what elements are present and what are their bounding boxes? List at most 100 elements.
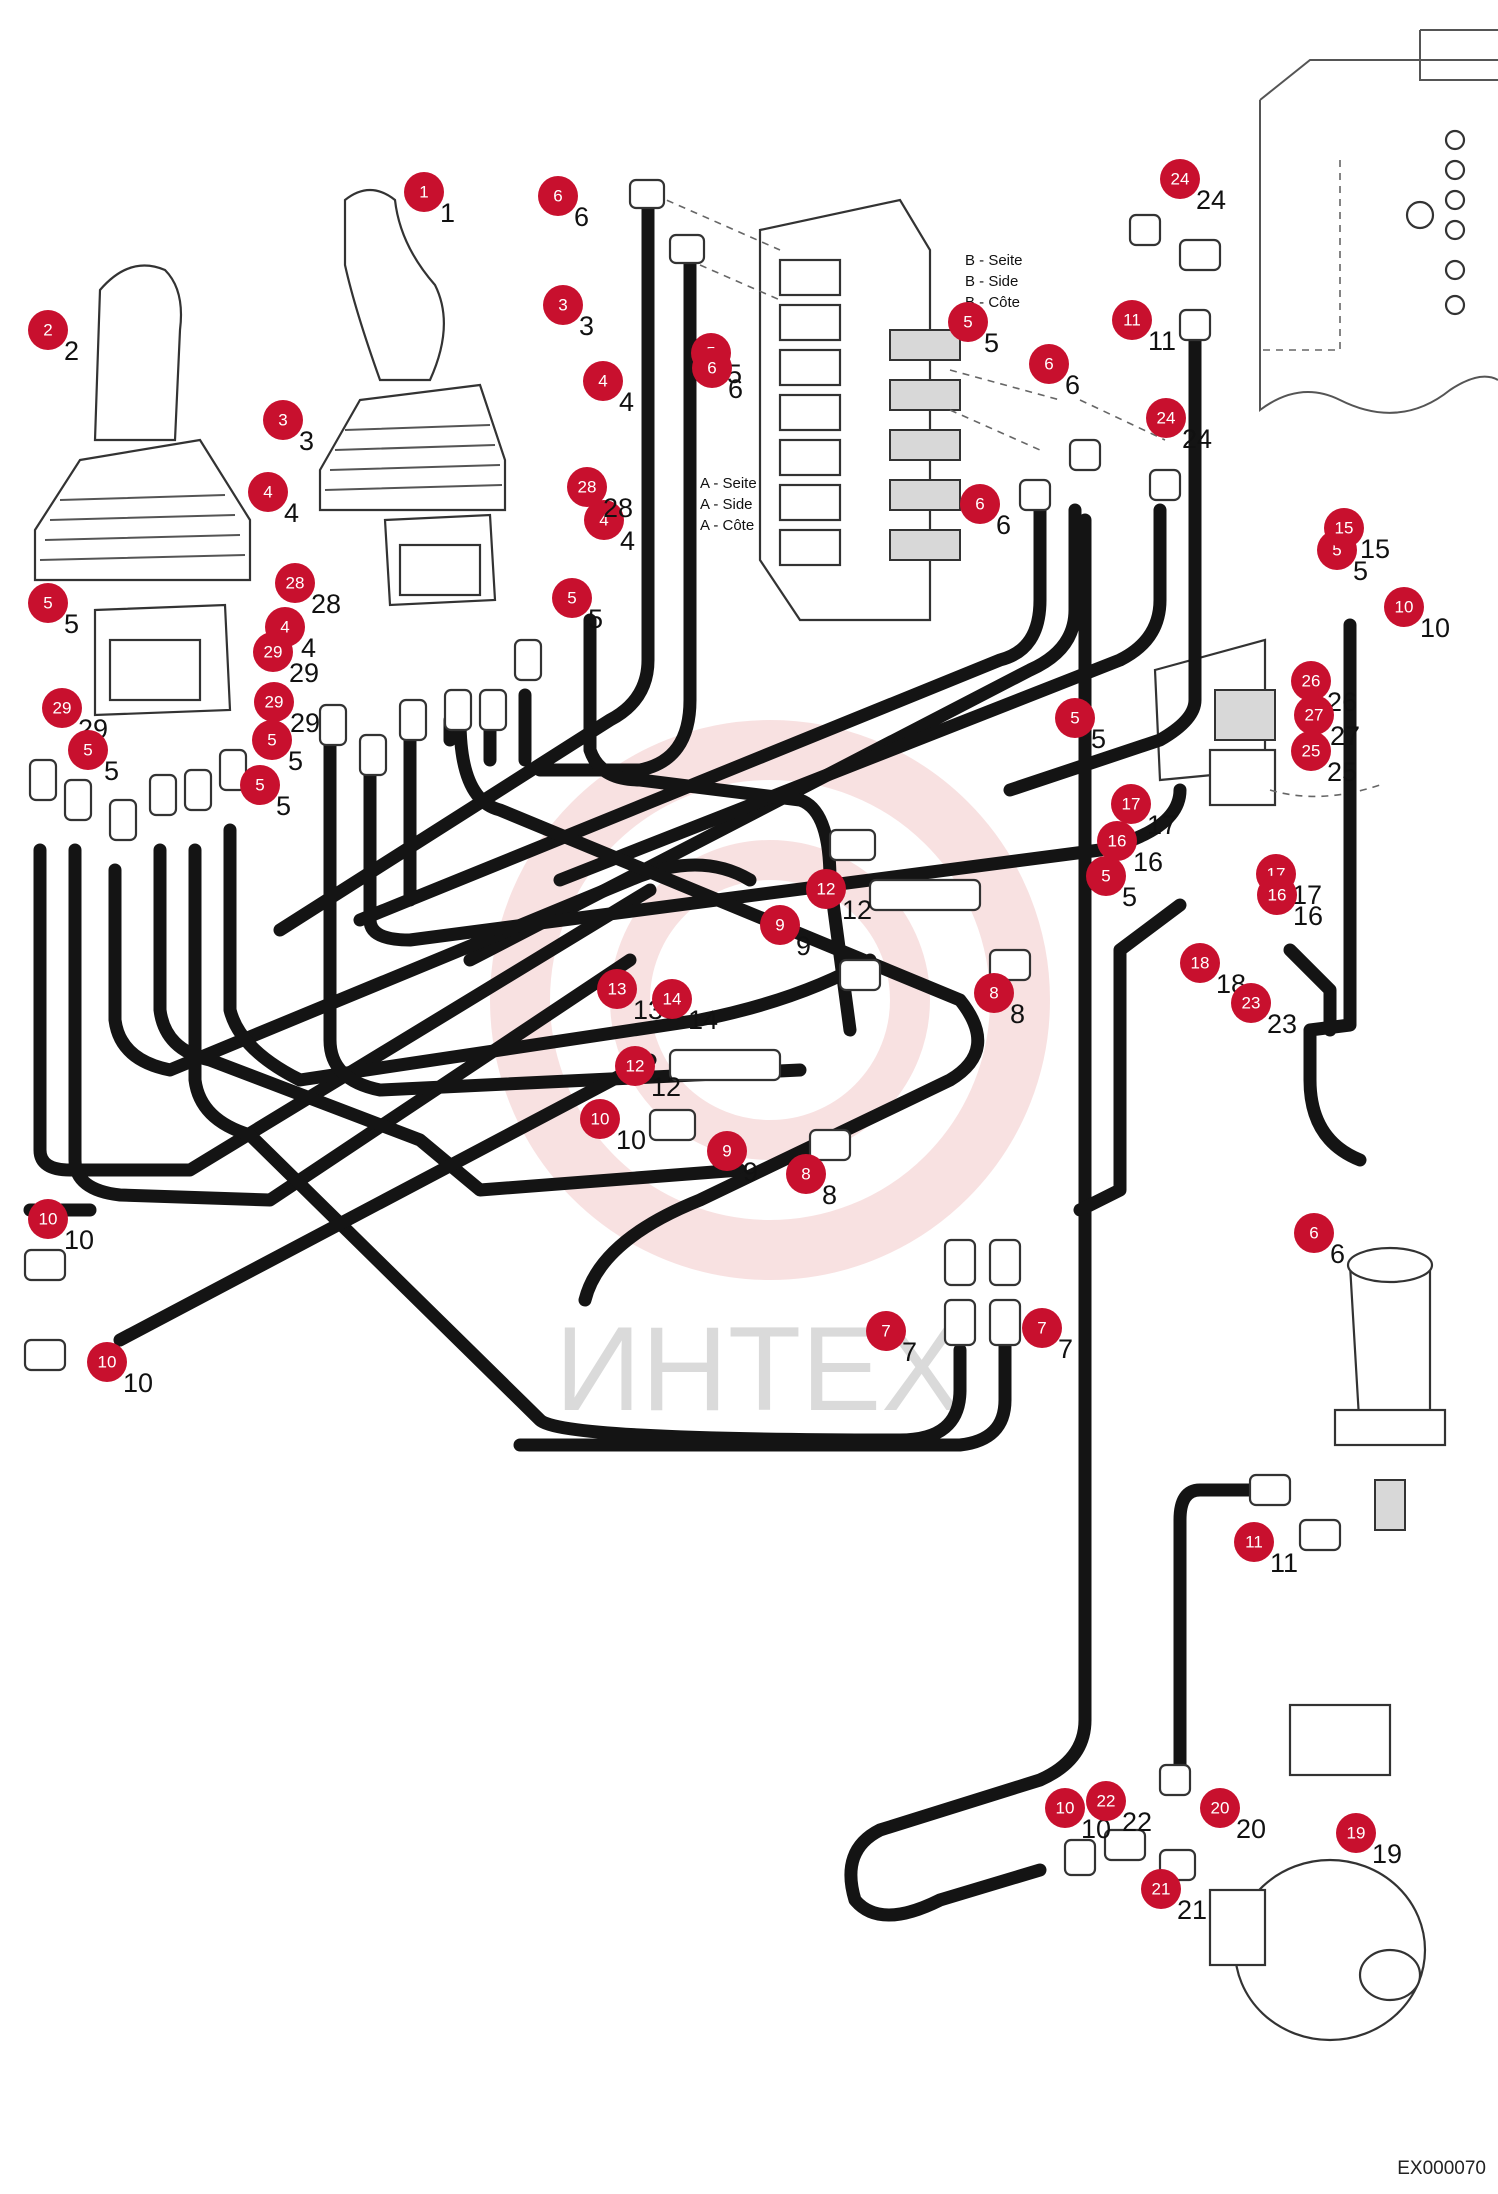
callout-bubble-label: 10 [39,1210,58,1229]
callout-5: 5 [552,578,592,618]
callout-part-number: 27 [1330,721,1360,751]
callout-part-number: 17 [1147,810,1177,840]
callout-bubble-label: 5 [43,594,52,613]
callout-bubble-label: 11 [1123,311,1141,330]
callout-9: 9 [760,905,800,945]
callout-bubble-label: 5 [1070,709,1079,728]
callout-10: 10 [28,1199,68,1239]
valve-side-labels: B - Seite B - Side B - Côte A - Seite A … [700,252,1023,534]
callout-bubble-label: 16 [1268,886,1287,905]
callout-part-number: 5 [588,604,603,634]
callout-part-number: 12 [842,895,872,925]
callout-bubble-label: 6 [553,187,562,206]
callout-part-number: 3 [579,311,594,341]
callout-6: 6 [960,484,1000,524]
callout-bubble-label: 24 [1171,170,1190,189]
accumulator [1208,1858,1427,2042]
callout-bubble-label: 1 [419,183,428,202]
callout-part-number: 24 [1196,185,1226,215]
callout-part-number: 21 [1177,1895,1207,1925]
b-side-label-de: B - Seite [965,252,1023,269]
hydraulic-tank [1259,29,1498,414]
callout-part-number: 5 [984,328,999,358]
callout-5: 5 [68,730,108,770]
a-side-label-de: A - Seite [700,475,757,492]
callout-part-number: 28 [603,493,633,523]
callout-part-number: 28 [311,589,341,619]
callout-5: 5 [240,765,280,805]
callout-part-number: 5 [288,746,303,776]
callout-bubble-label: 3 [278,411,287,430]
callout-bubble-label: 6 [707,359,716,378]
callout-12: 12 [806,869,846,909]
callout-15: 15 [1324,508,1364,548]
callout-29: 29 [253,632,293,672]
callout-part-number: 5 [1353,556,1368,586]
callout-bubble-label: 4 [263,483,272,502]
callout-part-number: 22 [1122,1807,1152,1837]
callout-part-number: 9 [796,931,811,961]
callout-bubble-label: 5 [255,776,264,795]
callout-bubble-label: 19 [1347,1824,1366,1843]
swivel-motor [1333,1246,1447,1447]
callout-8: 8 [974,973,1014,1013]
callout-part-number: 17 [1292,880,1322,910]
callout-10: 10 [1384,587,1424,627]
callout-bubble-label: 5 [83,741,92,760]
callout-bubble-label: 8 [989,984,998,1003]
callout-part-number: 1 [440,198,455,228]
callout-part-number: 2 [64,336,79,366]
callout-bubble-label: 28 [286,574,305,593]
callout-28: 28 [567,467,607,507]
callout-bubble-label: 9 [722,1142,731,1161]
callout-29: 29 [254,682,294,722]
callout-part-number: 6 [574,202,589,232]
callout-bubble-label: 5 [1332,541,1341,560]
callout-13: 13 [597,969,637,1009]
callout-bubble-label: 29 [264,643,283,662]
callout-24: 24 [1160,159,1200,199]
callout-bubble-label: 9 [775,916,784,935]
callout-6: 6 [538,176,578,216]
callout-part-number: 6 [1330,1239,1345,1269]
callout-bubble-label: 29 [265,693,284,712]
callout-bubble-label: 4 [599,511,608,530]
callout-5: 5 [948,302,988,342]
callout-bubble-label: 2 [43,321,52,340]
callout-bubble-label: 24 [1157,409,1176,428]
callout-6: 6 [692,348,732,388]
callout-bubble-label: 25 [1302,742,1321,761]
callout-part-number: 5 [64,609,79,639]
hydraulic-hoses [23,198,1367,1922]
callout-part-number: 29 [290,708,320,738]
callout-12: 12 [615,1046,655,1086]
callout-part-number: 16 [1293,901,1323,931]
right-joystick [318,188,507,607]
callout-part-number: 10 [123,1368,153,1398]
callout-part-number: 6 [728,374,743,404]
callout-part-number: 3 [299,426,314,456]
callout-bubble-label: 11 [1245,1533,1263,1552]
callout-19: 19 [1336,1813,1376,1853]
callout-11: 11 [1234,1522,1274,1562]
callout-bubble-label: 6 [1044,355,1053,374]
callout-part-number: 8 [822,1180,837,1210]
callout-8: 8 [786,1154,826,1194]
callout-part-number: 29 [289,658,319,688]
callout-part-number: 5 [276,791,291,821]
callout-part-number: 8 [1010,999,1025,1029]
callout-29: 29 [42,688,82,728]
callout-9: 9 [707,1131,747,1171]
callout-bubble-label: 27 [1305,706,1324,725]
callout-2: 2 [28,310,68,350]
callout-part-number: 4 [620,526,635,556]
callout-5: 5 [1086,856,1126,896]
callout-part-number: 19 [1372,1839,1402,1869]
callout-part-number: 15 [1360,534,1390,564]
callout-bubble-label: 6 [1309,1224,1318,1243]
callout-22: 22 [1086,1781,1126,1821]
callout-part-number: 20 [1236,1814,1266,1844]
callout-part-number: 4 [619,387,634,417]
callout-bubble-label: 6 [975,495,984,514]
